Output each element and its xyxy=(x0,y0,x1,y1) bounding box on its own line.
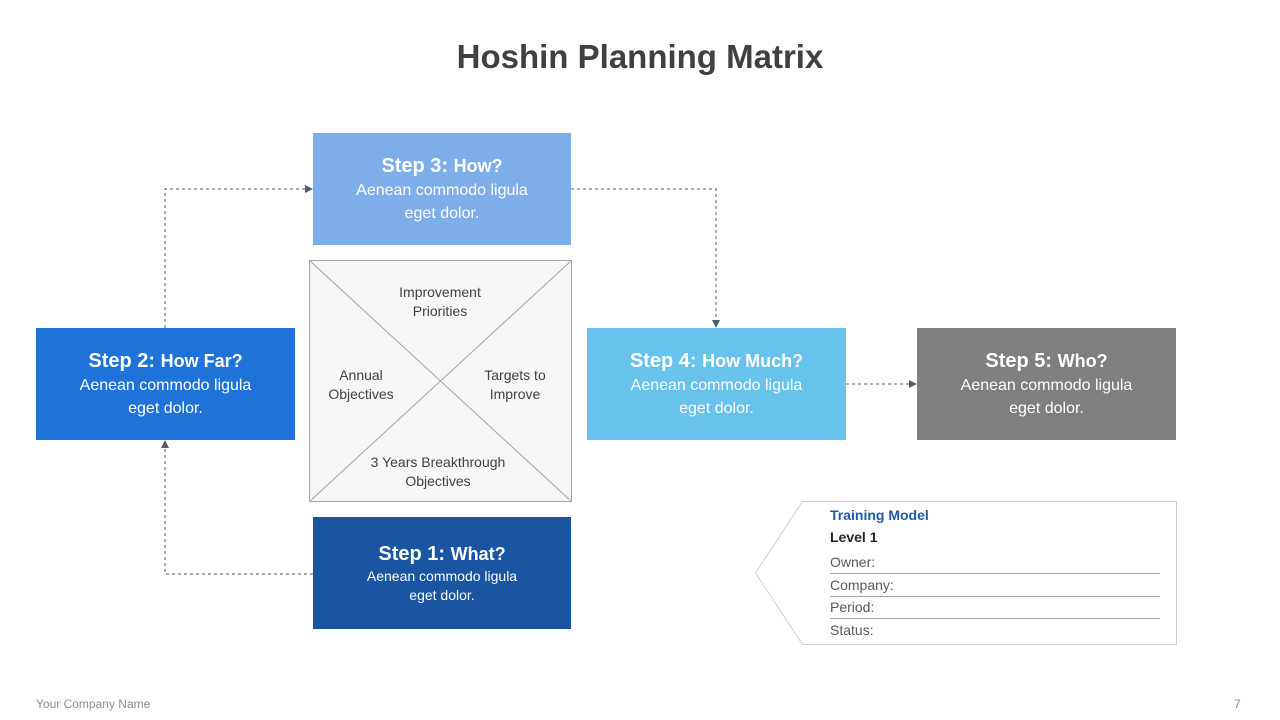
step-2-box: Step 2: How Far? Aenean commodo ligula e… xyxy=(36,328,295,440)
period-field: Period: xyxy=(830,599,1160,619)
card-title: Training Model xyxy=(830,507,929,523)
matrix-label-right: Targets to Improve xyxy=(484,367,546,402)
step-1-text: Aenean commodo ligula eget dolor. xyxy=(366,568,518,603)
arrow-step2-to-step3 xyxy=(164,185,313,328)
matrix-label-left: Annual Objectives xyxy=(328,367,394,402)
arrow-step1-to-step2 xyxy=(161,440,313,575)
step-5-label: Step 5: xyxy=(985,350,1053,372)
step-1-label: Step 1: xyxy=(378,543,446,565)
step-4-text: Aenean commodo ligula eget dolor. xyxy=(630,377,803,417)
x-matrix-lines xyxy=(309,260,572,502)
step-2-question: How Far? xyxy=(160,351,243,371)
step-5-text: Aenean commodo ligula eget dolor. xyxy=(960,377,1133,417)
step-4-label: Step 4: xyxy=(629,350,697,372)
step-5-question: Who? xyxy=(1057,351,1108,371)
page-title: Hoshin Planning Matrix xyxy=(456,38,824,75)
matrix-label-top: Improvement Priorities xyxy=(399,284,481,319)
step-3-label: Step 3: xyxy=(381,155,449,177)
step-2-heading: Step 2: How Far? xyxy=(88,348,242,374)
owner-field: Owner: xyxy=(830,554,1160,574)
card-level: Level 1 xyxy=(830,529,878,545)
footer-company-name: Your Company Name xyxy=(36,697,151,711)
step-5-heading: Step 5: Who? xyxy=(985,348,1107,374)
step-3-question: How? xyxy=(453,156,503,176)
step-2-text: Aenean commodo ligula eget dolor. xyxy=(79,377,252,417)
step-5-box: Step 5: Who? Aenean commodo ligula eget … xyxy=(917,328,1176,440)
step-4-question: How Much? xyxy=(702,351,804,371)
company-field: Company: xyxy=(830,577,1160,597)
step-4-box: Step 4: How Much? Aenean commodo ligula … xyxy=(587,328,846,440)
step-2-label: Step 2: xyxy=(88,350,156,372)
arrow-step3-to-step4 xyxy=(571,188,720,328)
status-field: Status: xyxy=(830,622,874,638)
step-4-heading: Step 4: How Much? xyxy=(630,348,803,374)
page-number: 7 xyxy=(1234,697,1241,711)
step-1-box: Step 1: What? Aenean commodo ligula eget… xyxy=(313,517,571,629)
training-model-card: Training Model Level 1 Owner: Company: P… xyxy=(754,500,1178,646)
step-1-heading: Step 1: What? xyxy=(378,541,505,567)
step-3-heading: Step 3: How? xyxy=(381,153,502,179)
hoshin-x-matrix: Improvement Priorities Annual Objectives… xyxy=(309,260,572,502)
step-3-box: Step 3: How? Aenean commodo ligula eget … xyxy=(313,133,571,245)
step-1-question: What? xyxy=(450,544,506,564)
matrix-label-bottom: 3 Years Breakthrough Objectives xyxy=(370,454,506,489)
step-3-text: Aenean commodo ligula eget dolor. xyxy=(356,182,528,222)
